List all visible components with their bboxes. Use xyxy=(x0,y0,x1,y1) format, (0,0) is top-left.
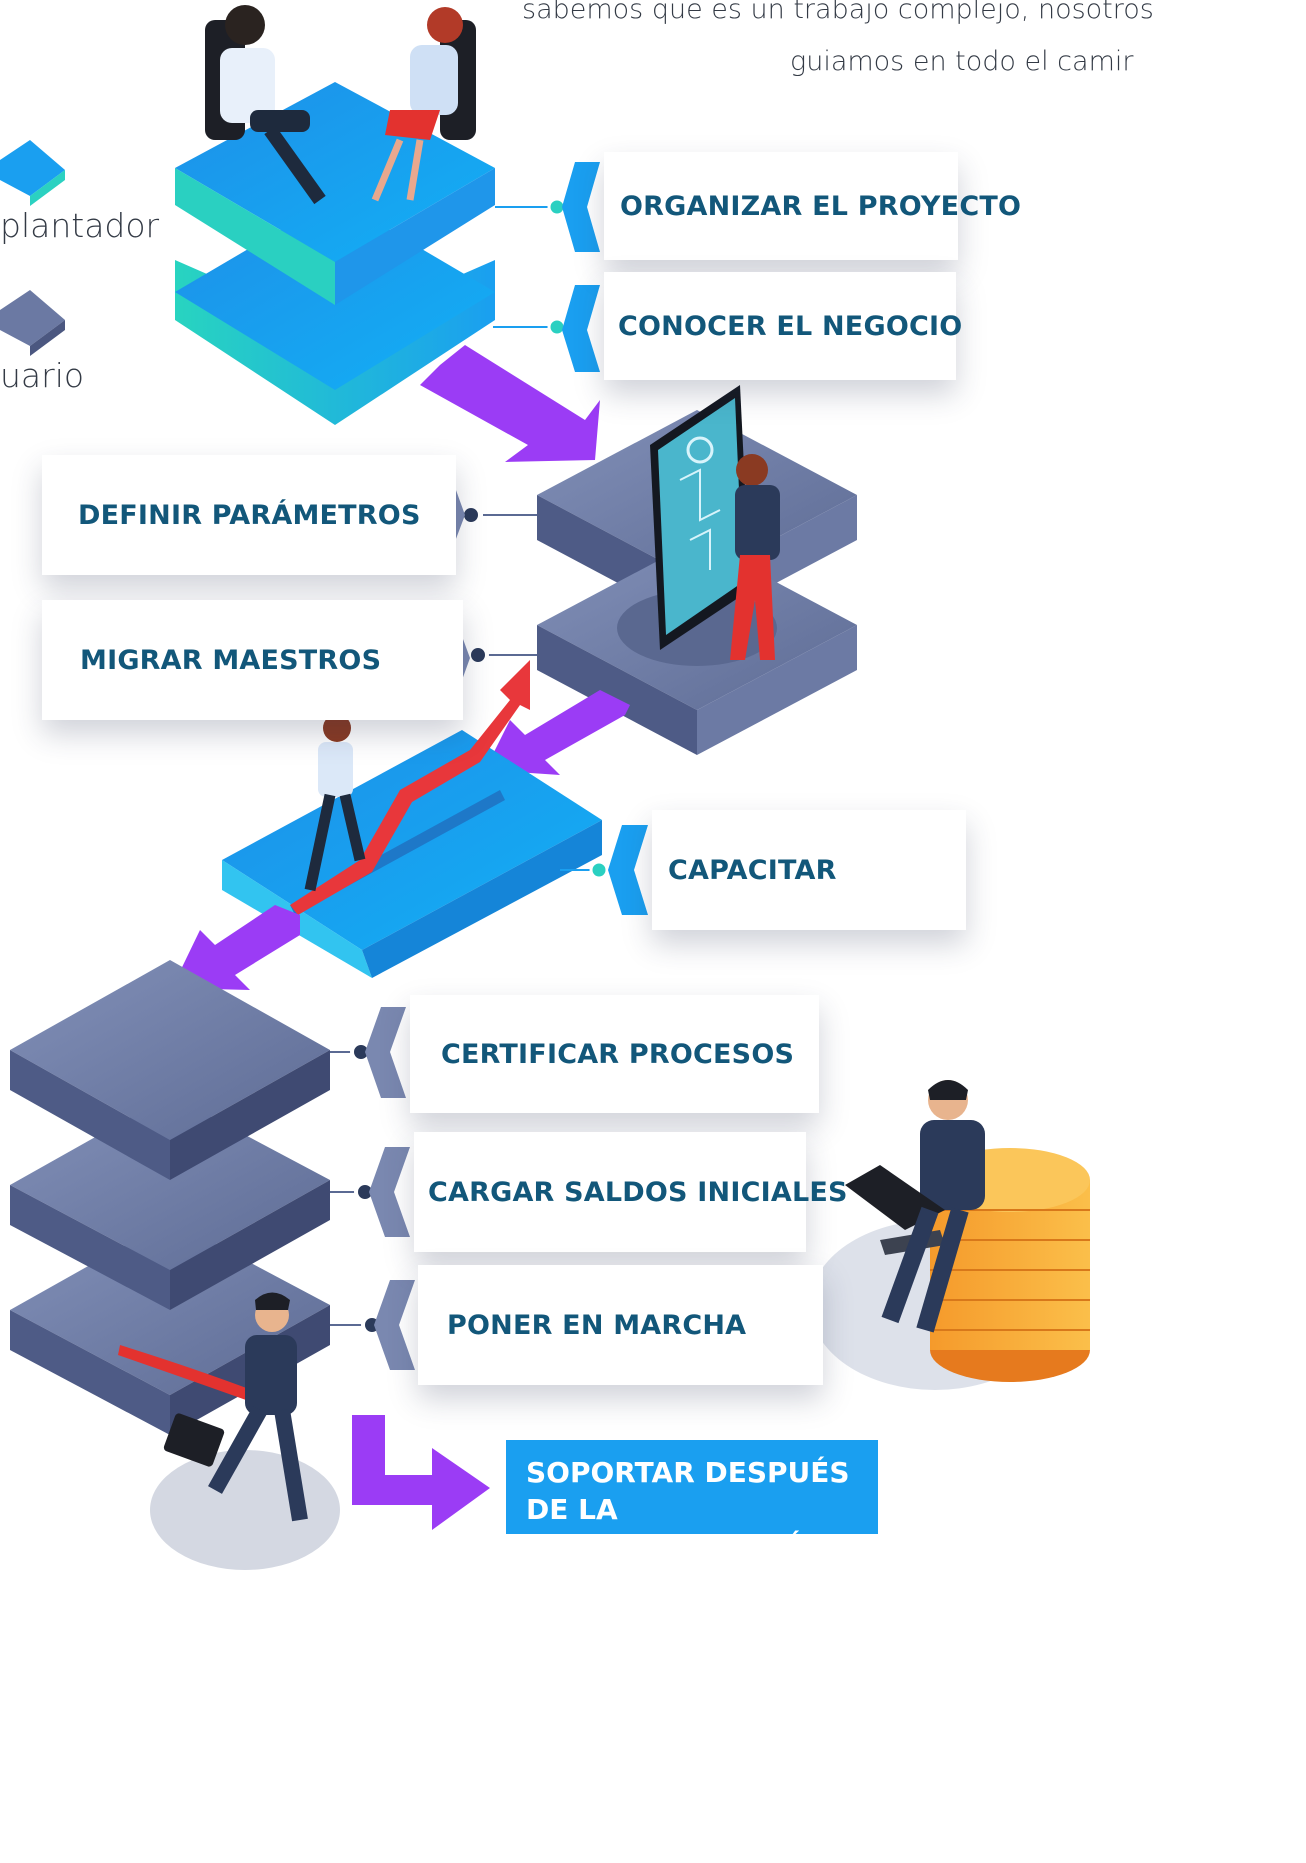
chevron-conocer xyxy=(562,285,600,372)
step-label-migrar: MIGRAR MAESTROS xyxy=(80,644,382,676)
final-step-line-2: DE LA IMPLEMENTEACIÓN xyxy=(526,1493,831,1563)
growth-arrow xyxy=(290,660,530,915)
legend-label-user: uario xyxy=(0,356,85,395)
step-card-certificar: CERTIFICAR PROCESOS xyxy=(410,995,819,1113)
step-card-poner: PONER EN MARCHA xyxy=(418,1265,823,1385)
final-arrow xyxy=(352,1415,490,1530)
walking-person xyxy=(304,714,366,892)
chevron-poner xyxy=(374,1280,415,1370)
step-label-definir: DEFINIR PARÁMETROS xyxy=(78,499,421,531)
step-card-capacitar: CAPACITAR xyxy=(652,810,966,930)
connector-dot-conocer xyxy=(547,317,567,337)
flow-arrow-3 xyxy=(172,905,300,990)
connector-dot-capacitar xyxy=(589,860,609,880)
legend-swatch-user xyxy=(0,290,65,356)
coins-businessman xyxy=(810,1080,1090,1390)
chevron-certificar xyxy=(365,1007,406,1098)
intro-line-1: sabemos que es un trabajo complejo, noso… xyxy=(522,0,1154,25)
legend-label-implementer: plantador xyxy=(0,206,160,245)
intro-line-2: guiamos en todo el camir xyxy=(790,46,1134,77)
legend-swatch-implementer xyxy=(0,140,65,206)
step-card-organizar: ORGANIZAR EL PROYECTO xyxy=(604,152,1021,260)
step-label-organizar: ORGANIZAR EL PROYECTO xyxy=(620,190,1022,222)
chevron-cargar xyxy=(369,1147,410,1237)
step-label-poner: PONER EN MARCHA xyxy=(447,1309,747,1341)
flow-arrow-1 xyxy=(420,345,600,462)
step-label-certificar: CERTIFICAR PROCESOS xyxy=(441,1038,795,1070)
step-card-definir: DEFINIR PARÁMETROS xyxy=(42,455,456,575)
running-businessman xyxy=(118,1292,340,1570)
final-step-box: SOPORTAR DESPUÉS DE LA IMPLEMENTEACIÓN xyxy=(506,1440,878,1563)
step-label-conocer: CONOCER EL NEGOCIO xyxy=(618,310,963,342)
final-step-line-1: SOPORTAR DESPUÉS xyxy=(526,1456,850,1489)
step-card-migrar: MIGRAR MAESTROS xyxy=(42,600,463,720)
flow-arrow-2 xyxy=(485,690,630,775)
tablet-illustration xyxy=(650,385,780,660)
connector-dot-migrar xyxy=(467,644,489,666)
step-label-cargar: CARGAR SALDOS INICIALES xyxy=(428,1176,848,1208)
chevron-organizar xyxy=(562,162,600,252)
step-card-conocer: CONOCER EL NEGOCIO xyxy=(604,272,962,380)
chevron-capacitar xyxy=(608,825,648,915)
step-label-capacitar: CAPACITAR xyxy=(668,854,837,886)
meeting-illustration xyxy=(205,5,476,205)
step-card-cargar: CARGAR SALDOS INICIALES xyxy=(414,1132,847,1252)
